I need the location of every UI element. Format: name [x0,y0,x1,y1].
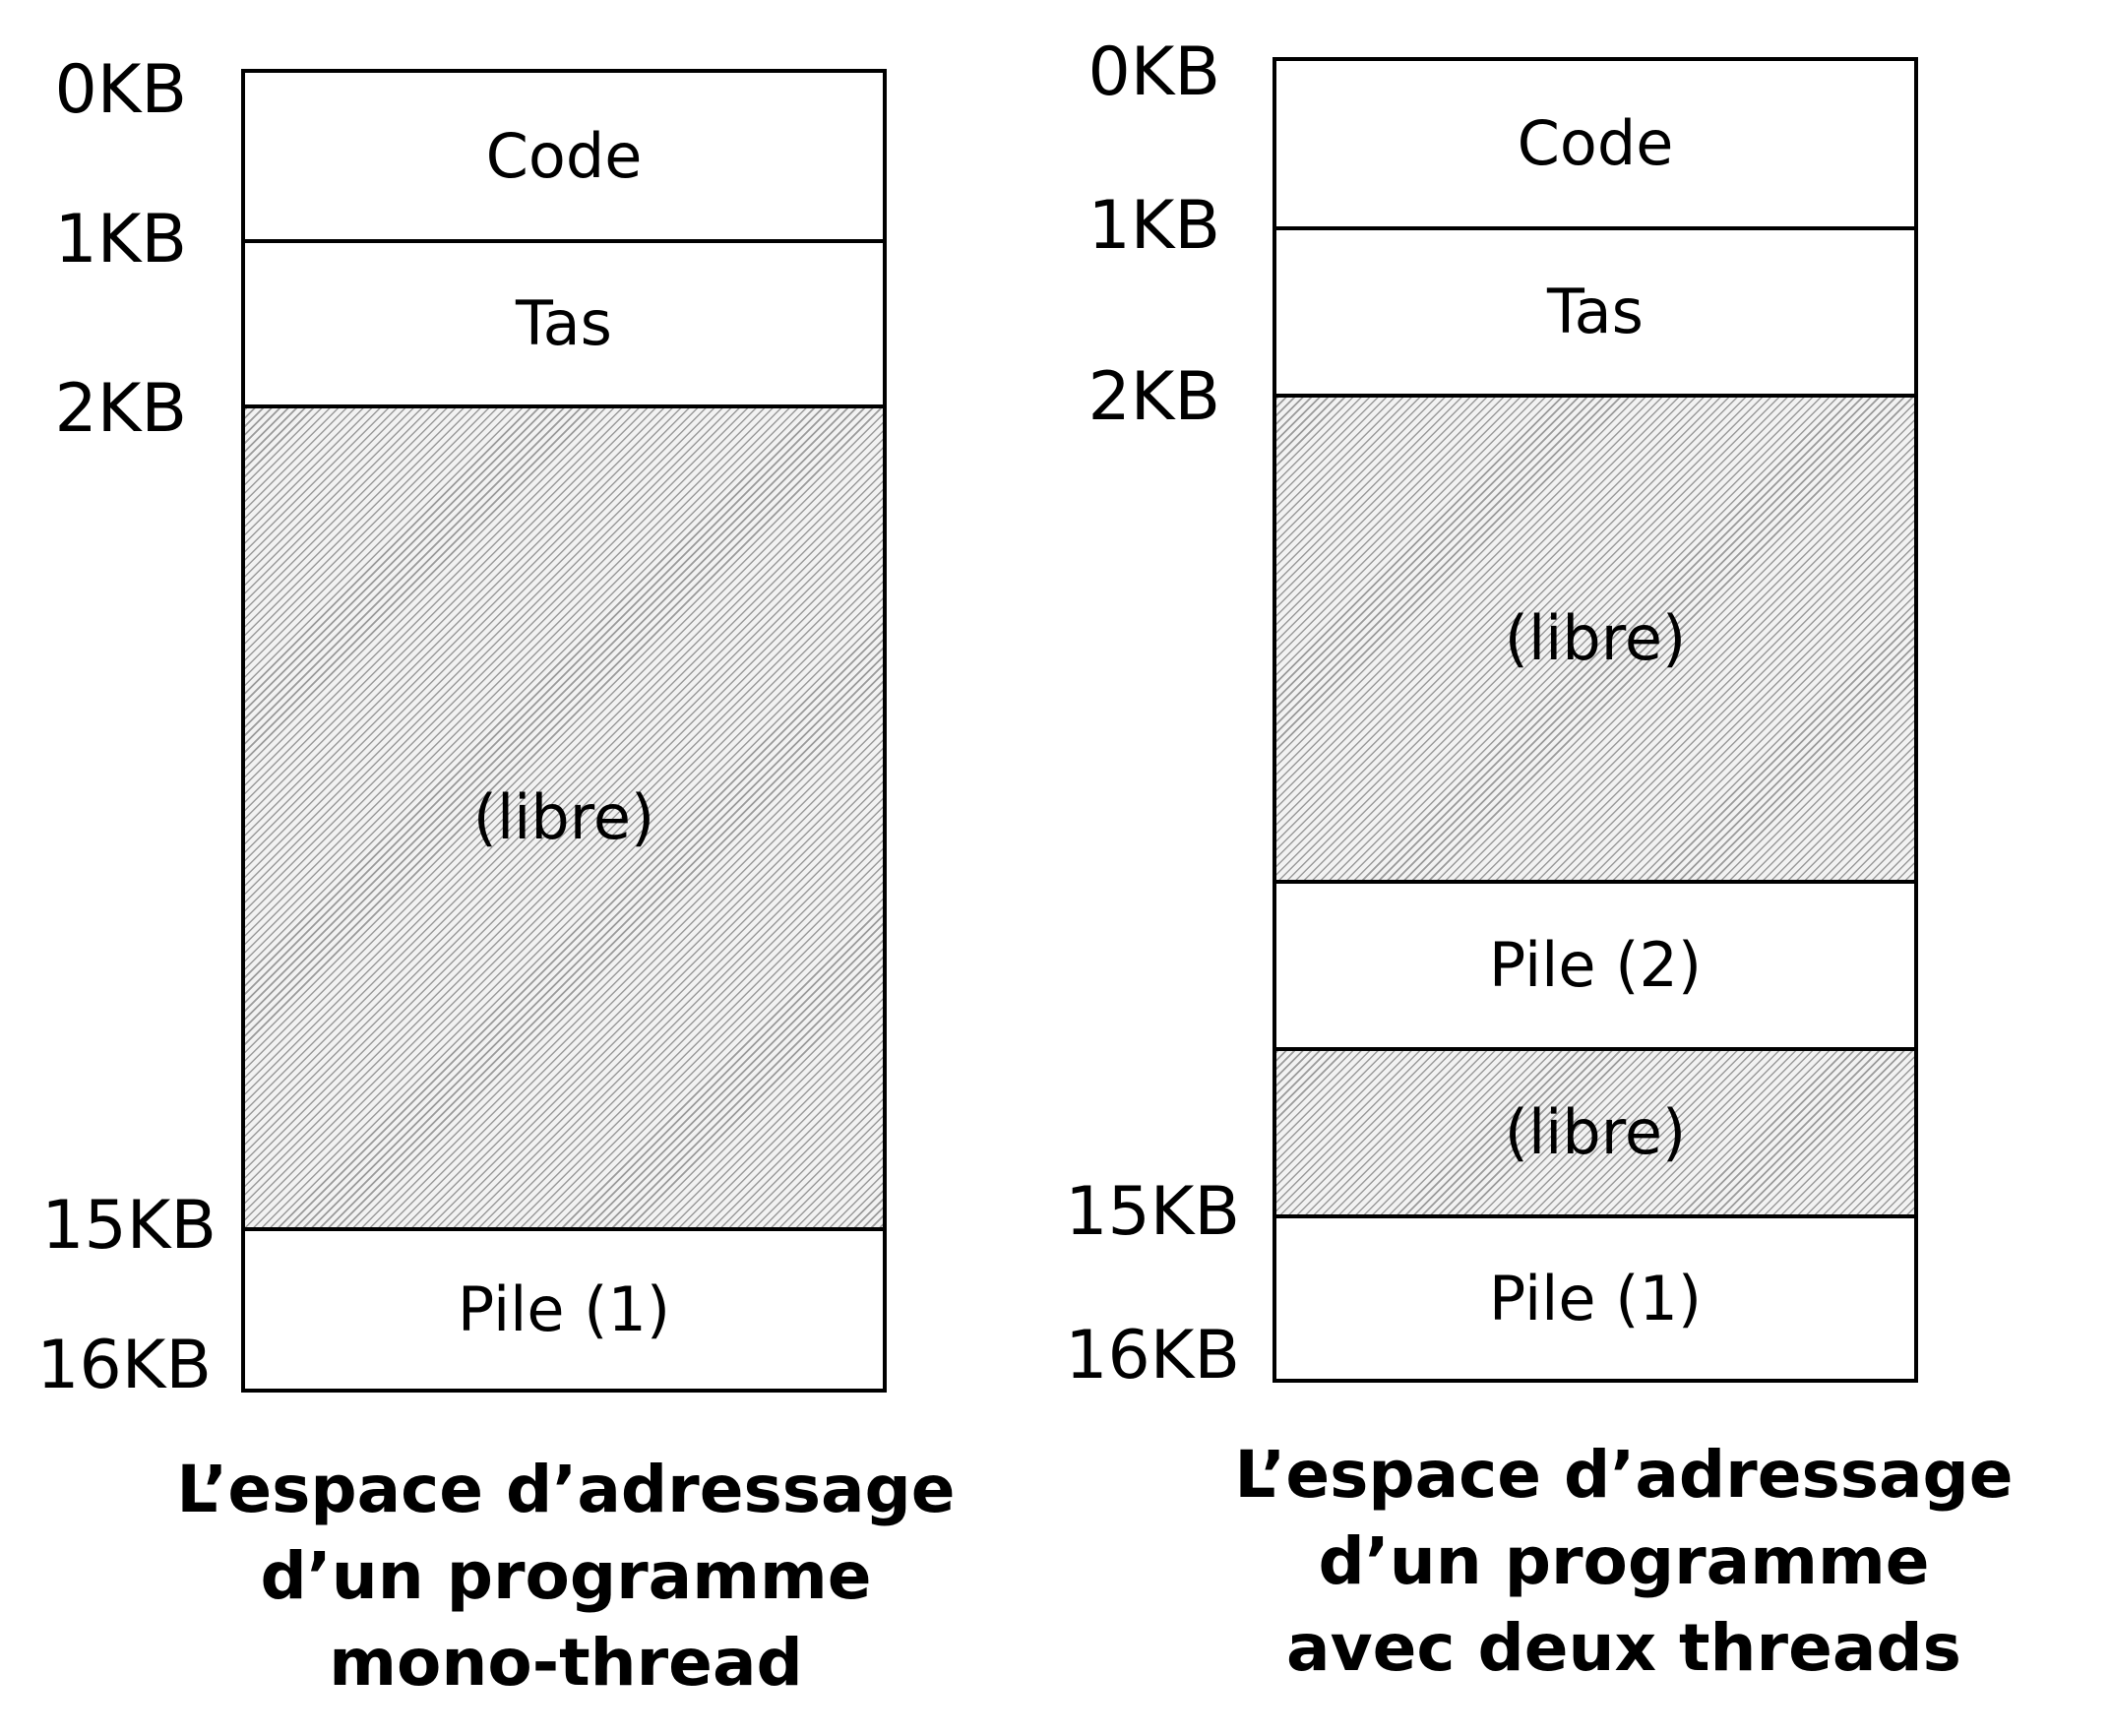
right-code-segment: Code [1276,61,1914,230]
left-heap-label: Tas [516,287,612,359]
right-memory-box: Code Tas (libre) Pile (2) (libre) Pile (… [1273,57,1918,1383]
right-address-1kb: 1KB [1087,187,1220,265]
left-free-segment: (libre) [245,408,883,1231]
right-stack1-label: Pile (1) [1488,1262,1703,1334]
left-address-1kb: 1KB [54,201,187,279]
left-address-0kb: 0KB [54,51,187,129]
left-address-2kb: 2KB [54,370,187,448]
right-caption-line-3: avec deux threads [1286,1610,1961,1686]
right-heap-segment: Tas [1276,230,1914,398]
left-caption-line-1: L’espace d’adressage [176,1452,956,1527]
right-heap-label: Tas [1547,276,1644,347]
left-address-16kb: 16KB [36,1327,212,1404]
left-memory-box: Code Tas (libre) Pile (1) [241,69,887,1393]
right-free-label-lower: (libre) [1504,1096,1687,1168]
left-code-label: Code [485,119,643,192]
left-stack1-label: Pile (1) [457,1273,671,1345]
right-caption: L’espace d’adressage d’un programme avec… [1181,1432,2067,1692]
left-code-segment: Code [245,73,883,243]
right-address-2kb: 2KB [1087,358,1220,436]
right-stack1-segment: Pile (1) [1276,1218,1914,1379]
left-caption-line-3: mono-thread [329,1625,803,1701]
left-heap-segment: Tas [245,243,883,408]
left-address-15kb: 15KB [41,1187,217,1265]
right-caption-line-2: d’un programme [1318,1523,1930,1599]
right-address-15kb: 15KB [1065,1173,1240,1251]
left-free-label: (libre) [472,781,655,853]
right-free-label-upper: (libre) [1504,602,1687,674]
right-free-segment-upper: (libre) [1276,398,1914,884]
right-address-16kb: 16KB [1065,1317,1240,1395]
right-code-label: Code [1517,107,1674,179]
left-caption-line-2: d’un programme [260,1538,872,1614]
left-caption: L’espace d’adressage d’un programme mono… [128,1447,1004,1706]
left-stack1-segment: Pile (1) [245,1231,883,1389]
right-stack2-segment: Pile (2) [1276,884,1914,1051]
right-free-segment-lower: (libre) [1276,1051,1914,1218]
right-caption-line-1: L’espace d’adressage [1234,1437,2014,1513]
right-stack2-label: Pile (2) [1488,929,1703,1001]
right-address-0kb: 0KB [1087,33,1220,111]
